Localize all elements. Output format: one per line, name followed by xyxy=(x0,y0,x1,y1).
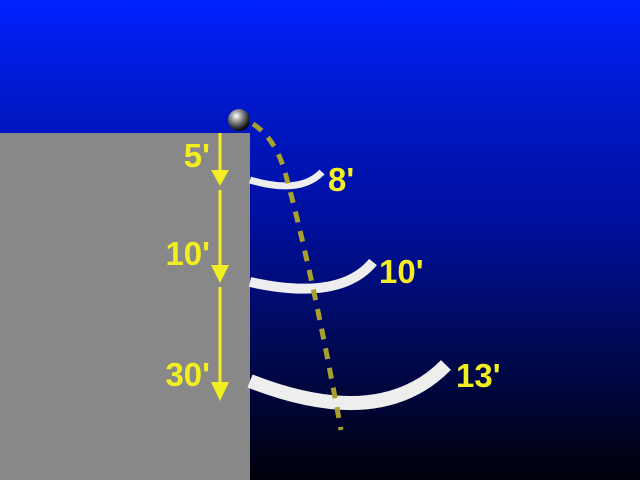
drop-label-10ft: 10' xyxy=(165,235,210,272)
drop-label-30ft: 30' xyxy=(165,356,210,393)
distance-arc-3 xyxy=(247,359,451,410)
drop-label-5ft: 5' xyxy=(184,137,210,174)
distance-label-13ft: 13' xyxy=(456,357,501,394)
distance-arc-1 xyxy=(248,169,325,190)
drop-arrow-2 xyxy=(211,190,229,283)
drop-arrow-3 xyxy=(211,287,229,401)
cliff xyxy=(0,133,250,480)
trajectory-path xyxy=(251,121,344,431)
distance-arc-2 xyxy=(248,258,377,294)
drop-arrow-1 xyxy=(211,133,229,186)
distance-label-8ft: 8' xyxy=(328,161,354,198)
distance-label-10ft: 10' xyxy=(379,253,424,290)
ball-icon xyxy=(228,109,250,131)
